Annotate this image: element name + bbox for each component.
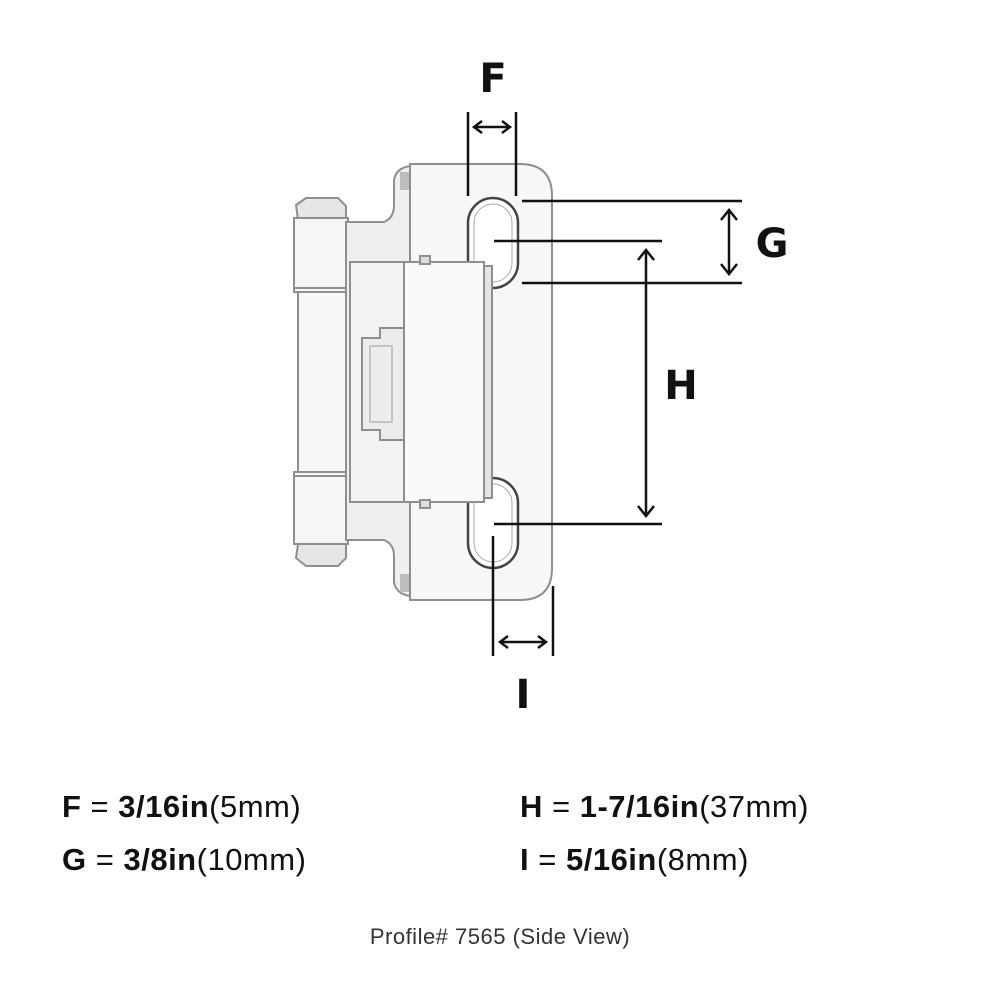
spec-f-equals: =: [81, 789, 119, 824]
label-i: I: [516, 672, 531, 718]
dimension-lines: [466, 112, 742, 656]
spec-h-metric: (37mm): [699, 789, 809, 824]
spec-i-equals: =: [529, 842, 566, 877]
spec-f-metric: (5mm): [209, 789, 302, 824]
spec-g-equals: =: [86, 842, 124, 877]
label-h: H: [664, 363, 697, 409]
spec-f: F = 3/16in(5mm): [62, 789, 301, 825]
spec-g-imperial: 3/8in: [123, 842, 197, 877]
hinge-barrel-middle: [297, 291, 347, 473]
spec-h-equals: =: [542, 789, 580, 824]
spec-i-metric: (8mm): [656, 842, 749, 877]
hinge-knuckle-top: [294, 197, 347, 221]
hinge-knuckle-bottom: [294, 543, 347, 567]
spec-g-metric: (10mm): [196, 842, 307, 877]
label-g: G: [756, 221, 789, 267]
spec-i-imperial: 5/16in: [565, 842, 657, 877]
spec-g-key: G: [62, 842, 87, 877]
spec-h-imperial: 1-7/16in: [579, 789, 700, 824]
label-f: F: [479, 56, 506, 102]
spec-h-key: H: [520, 789, 543, 824]
spec-f-imperial: 3/16in: [118, 789, 210, 824]
spec-f-key: F: [62, 789, 82, 824]
hinge-leaf-front: [403, 261, 485, 503]
spec-h: H = 1-7/16in(37mm): [520, 789, 809, 825]
hinge-latch: [361, 327, 405, 441]
spec-i-key: I: [520, 842, 530, 877]
hinge-barrel-bottom: [293, 471, 349, 545]
spec-g: G = 3/8in(10mm): [62, 842, 306, 878]
spec-i: I = 5/16in(8mm): [520, 842, 749, 878]
profile-caption: Profile# 7565 (Side View): [369, 924, 631, 949]
hinge-barrel-top: [293, 217, 349, 293]
hinge-illustration: [293, 163, 553, 601]
